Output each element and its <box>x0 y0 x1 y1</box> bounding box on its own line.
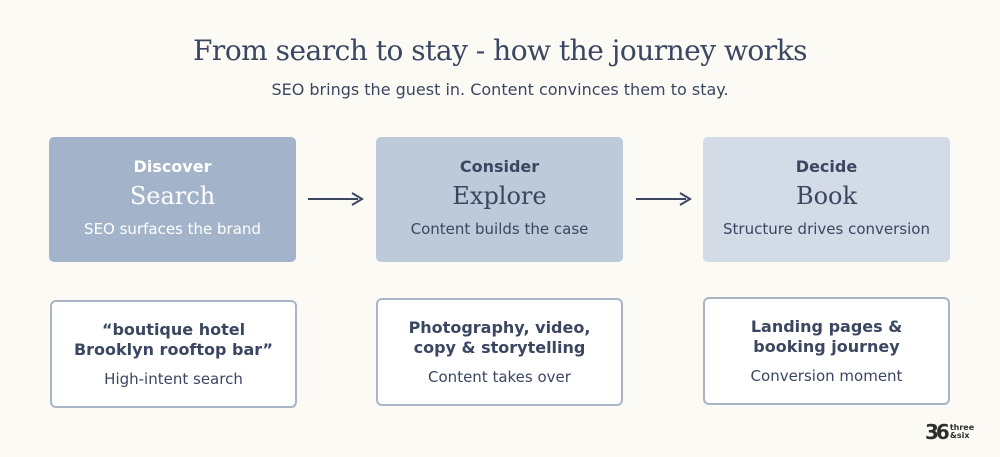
stage-discover: Discover Search SEO surfaces the brand <box>49 137 296 262</box>
stage-desc: Structure drives conversion <box>723 220 930 238</box>
card-search-example: “boutique hotel Brooklyn rooftop bar” Hi… <box>50 300 297 408</box>
card-heading-line1: Landing pages & <box>750 317 903 336</box>
card-desc: Conversion moment <box>750 367 903 385</box>
card-heading-line2: booking journey <box>753 337 900 356</box>
card-desc: Content takes over <box>428 368 571 386</box>
logo-mark: 36 <box>925 420 950 444</box>
brand-logo: 36 three&six <box>925 420 974 444</box>
card-desc: High-intent search <box>104 370 243 388</box>
stage-desc: Content builds the case <box>410 220 589 238</box>
card-content: Photography, video, copy & storytelling … <box>376 298 623 406</box>
stage-phase: Consider <box>459 157 540 176</box>
logo-line2: &six <box>949 431 970 440</box>
stage-consider: Consider Explore Content builds the case <box>376 137 623 262</box>
card-heading-line2: Brooklyn rooftop bar” <box>73 340 274 359</box>
logo-line1: three <box>949 423 975 432</box>
card-heading-line2: copy & storytelling <box>413 338 586 357</box>
stage-name: Search <box>129 182 216 210</box>
arrow-right-icon <box>308 192 364 206</box>
page-subtitle: SEO brings the guest in. Content convinc… <box>271 80 729 99</box>
stage-name: Explore <box>452 182 547 210</box>
card-heading-line1: “boutique hotel <box>101 320 246 339</box>
card-conversion: Landing pages & booking journey Conversi… <box>703 297 950 405</box>
stage-phase: Discover <box>133 157 212 176</box>
stage-phase: Decide <box>795 157 858 176</box>
stage-decide: Decide Book Structure drives conversion <box>703 137 950 262</box>
stage-name: Book <box>795 182 858 210</box>
stage-desc: SEO surfaces the brand <box>84 220 261 238</box>
arrow-right-icon <box>636 192 692 206</box>
card-heading-line1: Photography, video, <box>408 318 591 337</box>
page-title: From search to stay - how the journey wo… <box>193 34 808 67</box>
